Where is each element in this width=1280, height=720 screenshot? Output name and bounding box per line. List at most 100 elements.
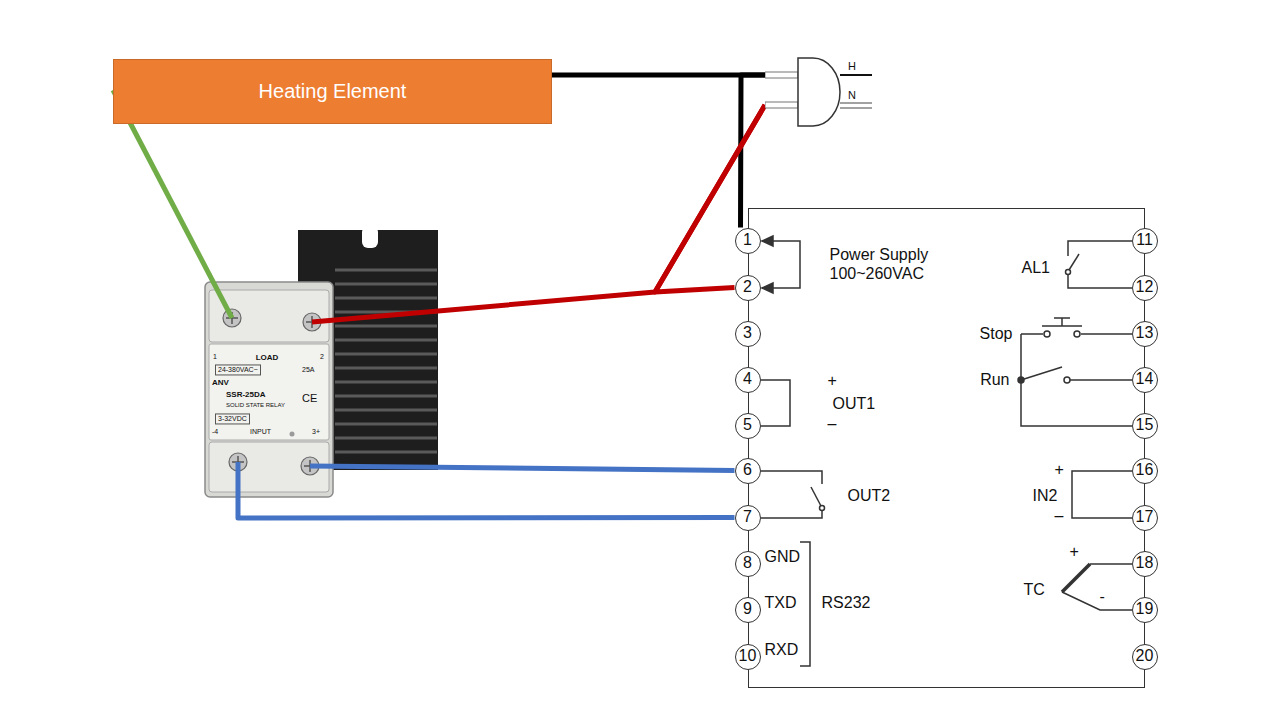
- terminal-number: 13: [1136, 324, 1154, 342]
- terminal-label: –: [1055, 506, 1064, 524]
- terminal-number: 17: [1136, 508, 1154, 526]
- terminal-circle: 17: [1132, 505, 1158, 531]
- plug-prong: [765, 102, 798, 108]
- terminal-number: 16: [1136, 461, 1154, 479]
- terminal-number: 4: [743, 370, 752, 388]
- run-wire: [1070, 379, 1132, 381]
- controller-symbols: [761, 236, 1132, 666]
- relay-marking: 3+: [312, 428, 320, 436]
- relay-marking: ANV: [212, 378, 229, 387]
- contact-point: [820, 506, 825, 511]
- plug-body: [798, 58, 840, 126]
- terminal-label: IN2: [1033, 486, 1058, 504]
- relay-marking: CE: [302, 392, 317, 405]
- terminal-label: TC: [1024, 580, 1045, 598]
- contact-point: [1074, 331, 1080, 337]
- terminal-circle: 14: [1132, 367, 1158, 393]
- terminal-number: 3: [743, 324, 752, 342]
- terminal-label: GND: [765, 547, 801, 565]
- indicator-led: [290, 432, 295, 437]
- plug-prong: [765, 72, 798, 78]
- terminal-label: RXD: [765, 640, 799, 658]
- rs232-bracket: [800, 542, 810, 666]
- contact-point: [1044, 331, 1050, 337]
- wire: [310, 466, 735, 471]
- relay-marking: INPUT: [250, 428, 271, 436]
- relay-marking: LOAD: [256, 353, 279, 362]
- relay-marking: 24-380VAC~: [215, 364, 261, 375]
- heating-element-box: Heating Element: [113, 59, 552, 124]
- terminal-number: 12: [1136, 278, 1154, 296]
- heatsink-fins: [335, 270, 437, 452]
- contact-point: [1064, 377, 1070, 383]
- terminal-circle: 18: [1132, 551, 1158, 577]
- switch-blade: [1021, 367, 1062, 380]
- terminal-number: 7: [743, 508, 752, 526]
- wire: [741, 75, 766, 228]
- arrowhead: [762, 283, 773, 293]
- terminal-number: 8: [743, 554, 752, 572]
- out2-contact: [761, 511, 822, 518]
- relay-marking: 1: [213, 353, 217, 361]
- terminal-label: –: [828, 414, 837, 432]
- heatsink-notch: [362, 226, 378, 248]
- switch-blade: [1069, 254, 1079, 270]
- terminal-number: 10: [739, 647, 757, 665]
- terminal-number: 18: [1136, 554, 1154, 572]
- thermocouple-leg: [1062, 564, 1090, 592]
- relay-marking: 2: [320, 353, 324, 361]
- relay-marking: SOLID STATE RELAY: [226, 402, 285, 409]
- out2-contact: [761, 471, 822, 484]
- terminal-circle: 4: [735, 367, 761, 393]
- terminal-circle: 7: [735, 505, 761, 531]
- al1-contact: [1068, 241, 1132, 256]
- terminal-label: +: [1055, 460, 1064, 478]
- power-plug: HN: [765, 55, 877, 130]
- terminal-number: 5: [743, 416, 752, 434]
- terminal-circle: 20: [1132, 644, 1158, 670]
- terminal-circle: 6: [735, 458, 761, 484]
- in2-bracket: [1072, 471, 1132, 518]
- terminal-label: OUT1: [833, 394, 876, 412]
- terminal-circle: 15: [1132, 413, 1158, 439]
- wire: [552, 73, 765, 78]
- screw-slots: [226, 312, 318, 472]
- terminal-label: +: [1070, 542, 1079, 560]
- wire: [312, 105, 765, 322]
- al1-contact: [1068, 275, 1132, 288]
- terminal-number: 9: [743, 600, 752, 618]
- contact-point: [1066, 270, 1071, 275]
- out1-bracket: [761, 380, 790, 426]
- common-wire: [1021, 334, 1132, 426]
- thermocouple-leg: [1062, 592, 1132, 610]
- push-button: [1042, 318, 1082, 326]
- terminal-number: 1: [743, 231, 752, 249]
- terminal-number: 20: [1136, 647, 1154, 665]
- terminal-circle: 9: [735, 597, 761, 623]
- terminal-number: 15: [1136, 416, 1154, 434]
- power-bracket: [772, 241, 800, 288]
- neutral-lead: [840, 103, 872, 108]
- relay-marking: 25A: [302, 366, 314, 374]
- terminal-label: +: [828, 371, 837, 389]
- terminal-label: Stop: [980, 324, 1013, 342]
- controller-box: 1234567891011121314151617181920Power Sup…: [748, 208, 1145, 688]
- heater-label: Heating Element: [259, 80, 407, 103]
- plug-pin-label: N: [848, 89, 856, 102]
- terminal-label: Power Supply 100~260VAC: [830, 244, 955, 282]
- arrowhead: [762, 236, 773, 246]
- housing-top-block: [209, 290, 329, 342]
- terminal-number: 14: [1136, 370, 1154, 388]
- terminal-circle: 19: [1132, 597, 1158, 623]
- terminal-number: 6: [743, 461, 752, 479]
- terminal-circle: 10: [735, 644, 761, 670]
- hot-lead: [840, 74, 872, 76]
- terminal-label: -: [1100, 587, 1105, 605]
- wire: [238, 462, 735, 518]
- terminal-number: 19: [1136, 600, 1154, 618]
- terminal-label: AL1: [1022, 258, 1050, 276]
- terminal-circle: 2: [735, 275, 761, 301]
- relay-marking: SSR-25DA: [226, 390, 266, 399]
- terminal-label: OUT2: [848, 486, 891, 504]
